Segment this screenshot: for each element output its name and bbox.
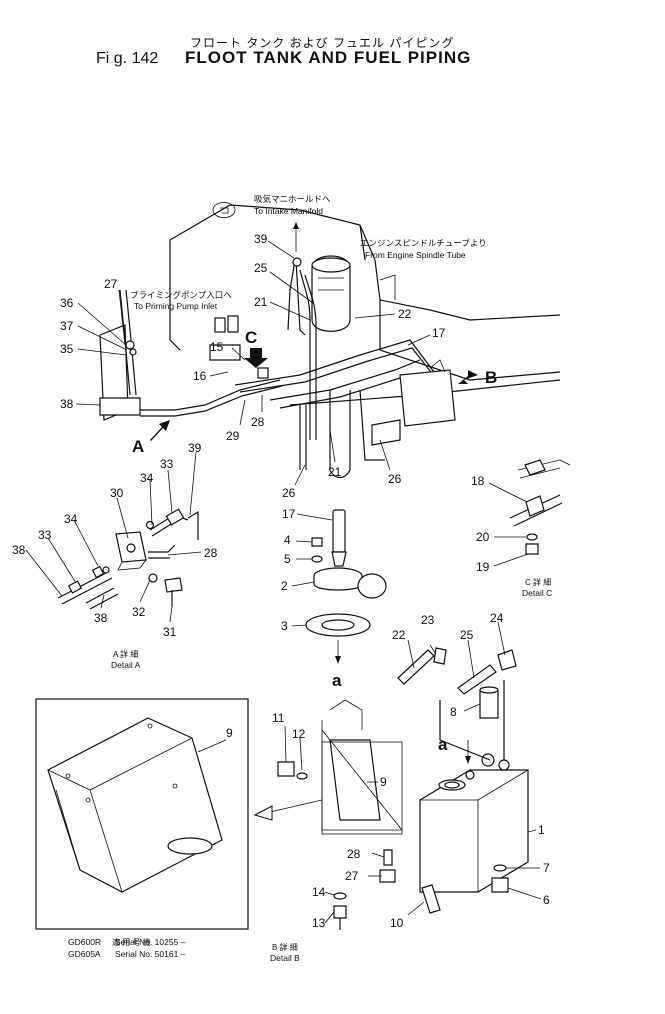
detail-c-en: Detail C bbox=[522, 588, 552, 598]
serial-row-1-number: Serial No. 10255 – bbox=[115, 937, 186, 947]
part-label: 23 bbox=[421, 613, 435, 627]
view-a-label: A bbox=[132, 437, 144, 456]
part-label: 31 bbox=[163, 625, 177, 639]
part-label: 22 bbox=[398, 307, 412, 321]
part-label: 27 bbox=[104, 277, 118, 291]
float-assembly bbox=[291, 509, 387, 664]
part-label: 3 bbox=[281, 619, 288, 633]
part-label: 2 bbox=[281, 579, 288, 593]
part-label: 39 bbox=[188, 441, 202, 455]
serial-row-1-model: GD600R bbox=[68, 937, 101, 947]
flow-a-label-top: a bbox=[332, 671, 342, 690]
part-label: 25 bbox=[460, 628, 474, 642]
part-label: 37 bbox=[60, 319, 74, 333]
part-label: 38 bbox=[12, 543, 26, 557]
part-label: 9 bbox=[380, 775, 387, 789]
part-label: 34 bbox=[140, 471, 154, 485]
part-label: 13 bbox=[312, 916, 326, 930]
detail-a-en: Detail A bbox=[111, 660, 141, 670]
part-label: 11 bbox=[272, 711, 285, 725]
part-label: 28 bbox=[251, 415, 265, 429]
detail-b-tank bbox=[253, 621, 542, 930]
japanese-title: フロート タンク および フュエル パイピング bbox=[190, 36, 455, 50]
part-label: 28 bbox=[204, 546, 218, 560]
part-label: 26 bbox=[282, 486, 296, 500]
arrow-b-icon bbox=[458, 370, 478, 384]
figure-title: FLOOT TANK AND FUEL PIPING bbox=[185, 48, 472, 67]
part-label: 17 bbox=[432, 326, 446, 340]
part-label: 35 bbox=[60, 342, 74, 356]
part-label: 27 bbox=[345, 869, 359, 883]
part-label: 22 bbox=[392, 628, 406, 642]
arrow-a-icon bbox=[150, 420, 170, 441]
part-label: 12 bbox=[292, 727, 306, 741]
part-label: 18 bbox=[471, 474, 485, 488]
spindle-jp-label: エンジンスピンドルチューブより bbox=[360, 238, 487, 248]
priming-en-label: To Priming Pump Inlet bbox=[134, 301, 218, 311]
spindle-en-label: From Engine Spindle Tube bbox=[365, 250, 466, 260]
part-label: 25 bbox=[254, 261, 268, 275]
detail-c bbox=[488, 459, 571, 567]
leader-lines-main bbox=[75, 240, 431, 486]
part-label: 32 bbox=[132, 605, 146, 619]
part-label: 24 bbox=[490, 611, 504, 625]
part-label: 16 bbox=[193, 369, 207, 383]
part-label: 10 bbox=[390, 916, 404, 930]
part-label: 33 bbox=[38, 528, 52, 542]
part-label: 9 bbox=[226, 726, 233, 740]
part-label: 6 bbox=[543, 893, 550, 907]
intake-en-label: To Intake Manifold bbox=[254, 206, 323, 216]
serial-row-2-model: GD605A bbox=[68, 949, 101, 959]
priming-jp-label: プライミングポンプ入口へ bbox=[130, 290, 232, 300]
part-label: 15 bbox=[210, 340, 224, 354]
arrow-c-icon bbox=[244, 348, 268, 368]
figure-number: Fi g. 142 bbox=[96, 50, 159, 67]
bracket-detail-box bbox=[35, 698, 249, 930]
intake-jp-label: 吸気マニホールドへ bbox=[254, 194, 331, 204]
part-label: 21 bbox=[328, 465, 342, 479]
serial-header: 適 用 号 機 bbox=[112, 937, 151, 947]
detail-a bbox=[25, 451, 202, 623]
part-label: 17 bbox=[282, 507, 296, 521]
part-label: 29 bbox=[226, 429, 240, 443]
part-label: 39 bbox=[254, 232, 268, 246]
detail-a-jp: A 詳 細 bbox=[113, 649, 138, 659]
part-label: 14 bbox=[312, 885, 326, 899]
part-label: 33 bbox=[160, 457, 174, 471]
detail-b-en: Detail B bbox=[270, 953, 300, 963]
part-label: 4 bbox=[284, 533, 291, 547]
detail-c-jp: C 詳 細 bbox=[525, 577, 551, 587]
part-label: 5 bbox=[284, 552, 291, 566]
part-label: 28 bbox=[347, 847, 361, 861]
part-label: 36 bbox=[60, 296, 74, 310]
part-label: 21 bbox=[254, 295, 268, 309]
part-label: 38 bbox=[94, 611, 108, 625]
part-label: 38 bbox=[60, 397, 74, 411]
view-c-label: C bbox=[245, 328, 257, 347]
main-assembly bbox=[99, 202, 561, 479]
flow-a-label-bottom: a bbox=[438, 735, 448, 754]
detail-b-jp: B 詳 細 bbox=[272, 942, 298, 952]
serial-row-2-number: Serial No. 50161 – bbox=[115, 949, 186, 959]
part-label: 34 bbox=[64, 512, 78, 526]
part-label: 26 bbox=[388, 472, 402, 486]
part-label: 1 bbox=[538, 823, 545, 837]
part-label: 19 bbox=[476, 560, 490, 574]
part-label: 7 bbox=[543, 861, 550, 875]
part-label: 30 bbox=[110, 486, 124, 500]
part-label: 8 bbox=[450, 705, 457, 719]
part-label: 20 bbox=[476, 530, 490, 544]
view-b-label: B bbox=[485, 368, 497, 387]
